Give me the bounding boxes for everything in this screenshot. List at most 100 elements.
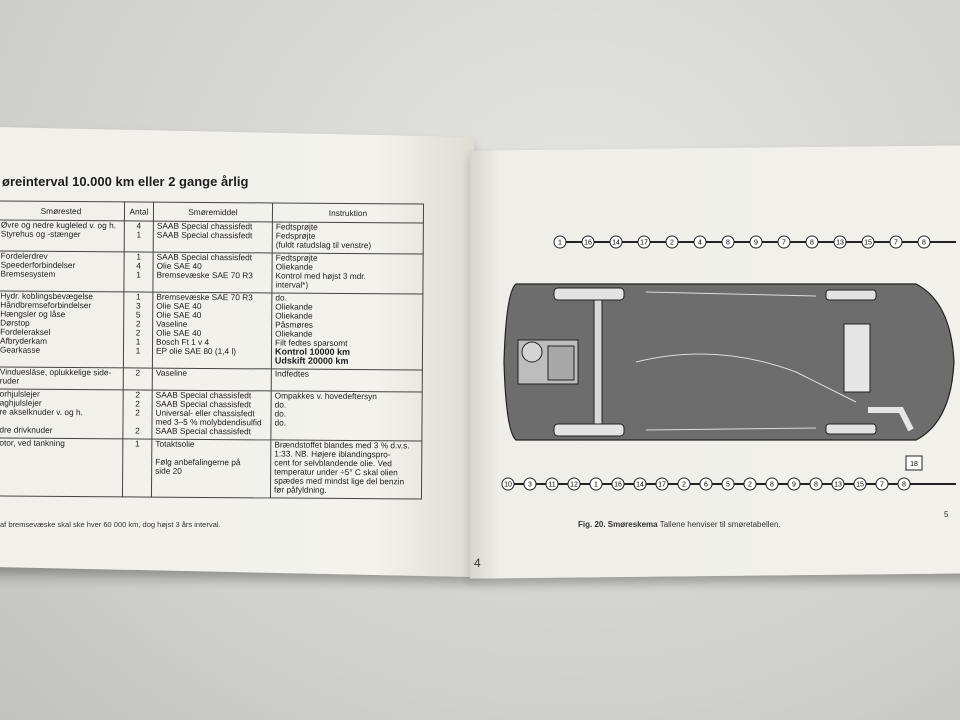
callout-circle [721,235,735,249]
callout-circle [853,477,867,491]
cell-line: Styrehus og -stænger [0,228,81,240]
body-line [645,291,817,297]
callout-circle [637,235,651,249]
body-line [645,427,817,431]
callout-number: 13 [834,481,842,488]
callout-circle [743,477,757,491]
callout-circle [699,477,713,491]
callout-number: 15 [856,481,864,488]
figure-caption: Fig. 20. Smøreskema Tallene henviser til… [578,520,781,529]
cell-line: side 20 [155,465,182,476]
callout-circle [665,235,679,249]
callout-circle [875,477,889,491]
engine-part [521,341,543,363]
callout-number: 7 [894,239,898,246]
cell-line: 1 [136,229,142,240]
fuel-tank [843,323,871,393]
callout-circle [897,477,911,491]
callout-circle [831,477,845,491]
callout-circle [805,235,819,249]
callout-circle [677,477,691,491]
cell-line: 1 [136,269,141,280]
cell-line: Bremsevæske SAE 70 R3 [156,269,253,281]
callout-circle [917,235,931,249]
cell-line: interval*) [275,279,309,290]
callout-circle [777,235,791,249]
exhaust-pipe [868,407,914,432]
cell-line: dre drivknuder [0,424,53,435]
callout-number: 2 [748,481,752,488]
figure-label: Fig. 20. [578,520,606,529]
cell-line-bold: Udskift 20000 km [274,355,349,366]
callout-number: 4 [698,239,702,246]
table-row: Øvre og nedre kugleled v. og h.Styrehus … [0,220,424,254]
callout-number: 5 [726,481,730,488]
table-body: Øvre og nedre kugleled v. og h.Styrehus … [0,220,424,499]
callout-circle [809,477,823,491]
callout-circle [765,477,779,491]
callout-number: 2 [682,481,686,488]
page-heading: øreinterval 10.000 km eller 2 gange årli… [2,174,249,189]
callout-circle [589,477,603,491]
callout-box-18 [905,455,923,471]
callout-number: 17 [640,239,648,246]
callout-number: 9 [754,239,758,246]
cell-line: før påfyldning. [273,484,327,495]
callout-number: 7 [880,481,884,488]
callout-circle [861,235,875,249]
callout-circle [545,477,559,491]
callout-number: 12 [570,481,578,488]
rear-left-wheel [825,289,877,301]
callout-circle [611,477,625,491]
cell-line: Gearkasse [0,344,41,355]
cell-line: Indfedtes [274,368,310,379]
col-header: Smørested [0,201,125,221]
callout-number: 10 [504,481,512,488]
callout-number: 3 [528,481,532,488]
callout-circle [655,477,669,491]
cell-line: 2 [135,425,140,436]
col-header: Smøremiddel [153,202,273,222]
callout-circle [721,477,735,491]
cell-line: 2 [135,367,141,378]
callout-number: 1 [558,239,562,246]
car-body-outline [503,283,955,441]
page-number-right: 5 [944,510,949,519]
table-cell-lube: Vaseline [152,368,272,391]
callout-number: 6 [704,481,708,488]
table-cell-place: Vinduesläse, oplukkelige side-ruder [0,367,124,390]
figure-title: Smøreskema [607,520,658,529]
callout-circle [749,235,763,249]
cell-line: ruder [0,375,20,386]
table-row: Vinduesläse, oplukkelige side-ruder 2 Vase… [0,367,423,392]
cell-line: SAAB Special chassisfedt [156,229,253,241]
brake-cable [635,353,857,403]
callout-circle [523,477,537,491]
callout-number: 13 [836,239,844,246]
callout-circle [581,235,595,249]
col-header: Instruktion [272,202,424,223]
callout-number: 8 [770,481,774,488]
callout-number: 8 [814,481,818,488]
callout-number: 8 [810,239,814,246]
callout-circle [889,235,903,249]
callout-circle [693,235,707,249]
cell-line: 1 [135,345,141,356]
callout-circle [567,477,581,491]
